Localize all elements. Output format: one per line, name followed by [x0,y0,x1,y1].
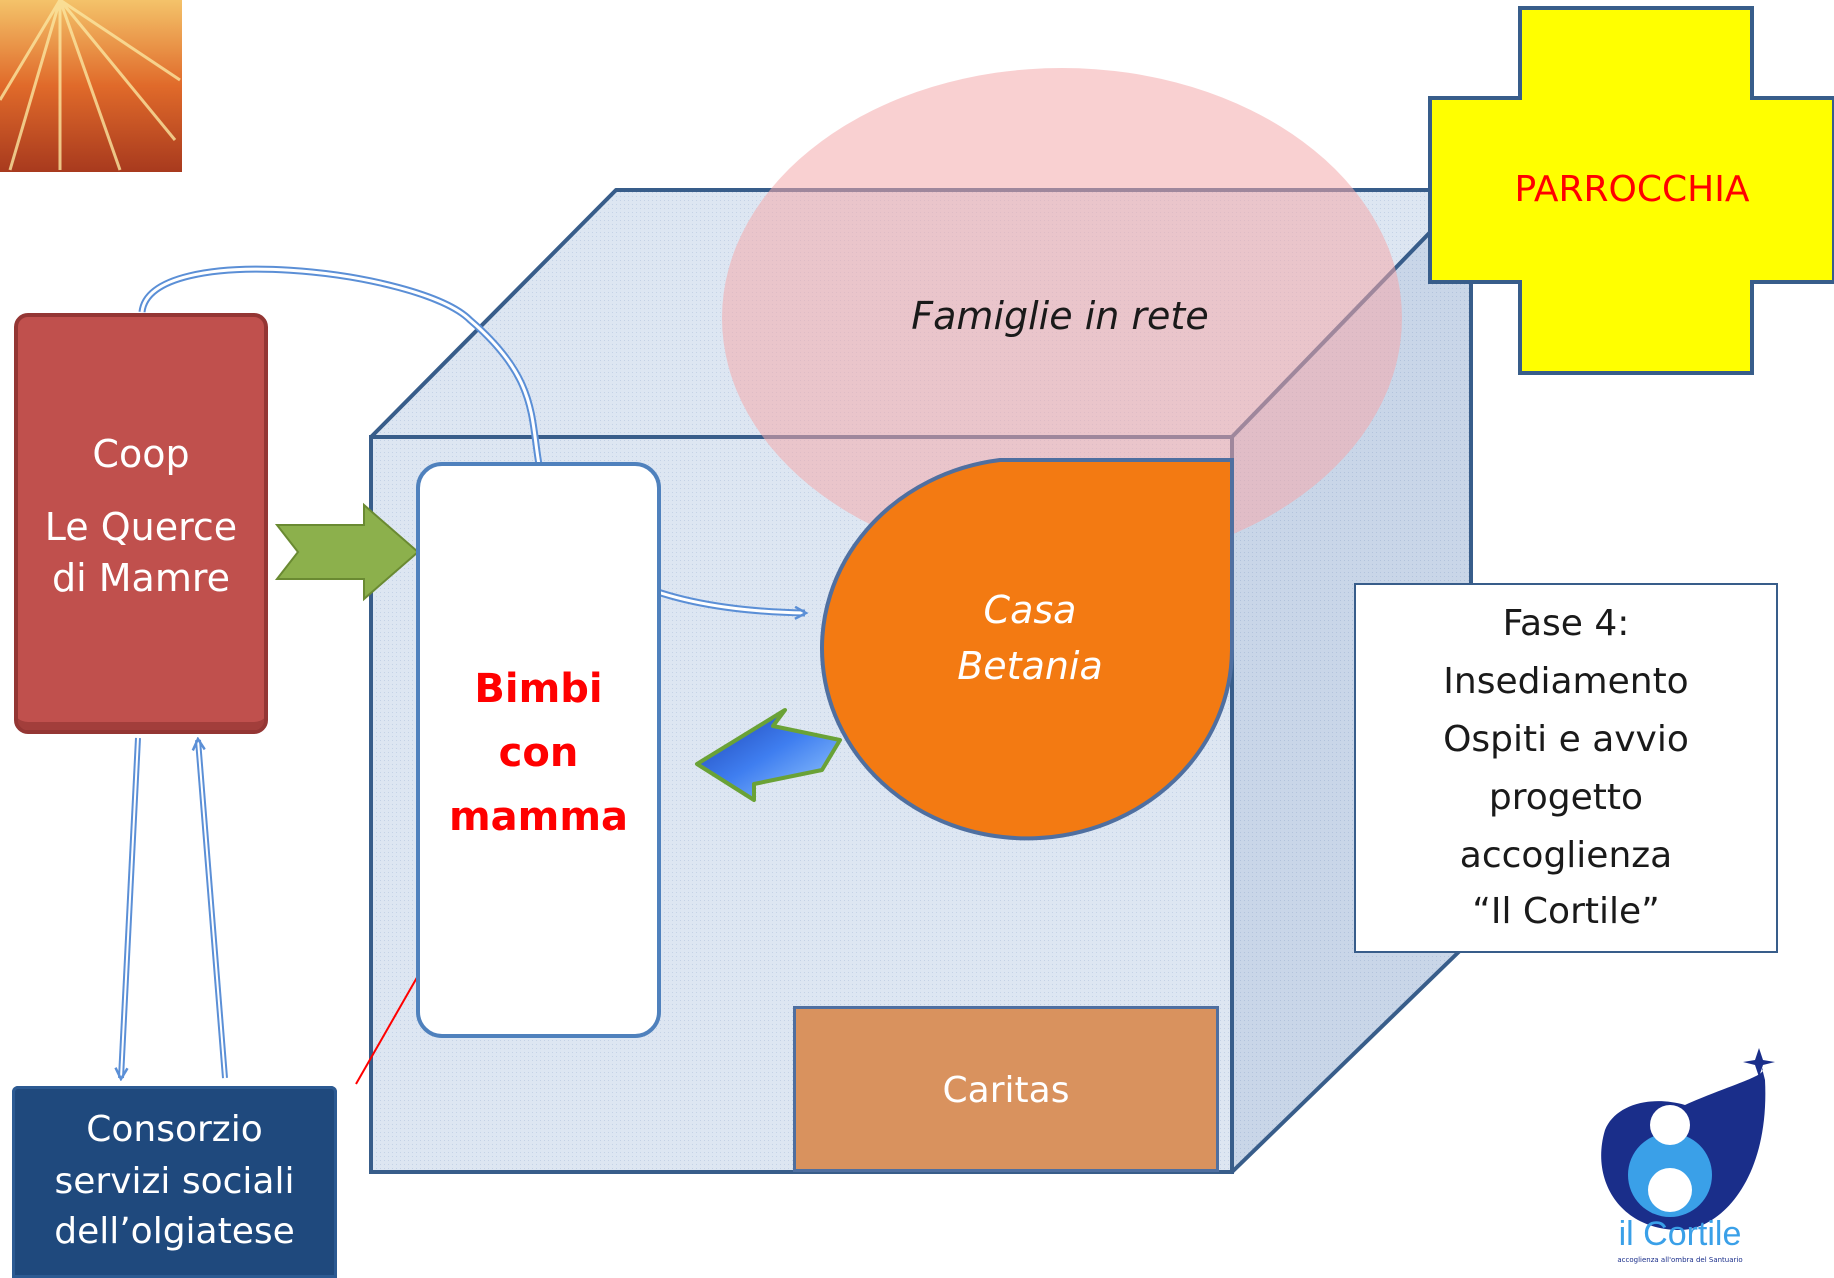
fase-line5: accoglienza [1459,835,1673,876]
famiglie-ellipse [722,68,1402,568]
bimbi-label-line1: Bimbi [474,666,603,712]
famiglie-label: Famiglie in rete [911,294,1209,338]
coop-label-line1: Coop [92,432,190,476]
parrocchia-cross [1428,6,1834,375]
green-arrow [274,502,420,602]
fase-line4: progetto [1488,777,1644,818]
parrocchia-label: PARROCCHIA [1514,169,1750,210]
sun-image [0,0,182,172]
bimbi-label-line2: con [498,730,579,776]
logo-tagline-text: accoglienza all'ombra del Santuario [1617,1256,1743,1264]
consorzio-box [12,1086,337,1278]
fase-line6: “Il Cortile” [1472,891,1660,932]
casa-betania-shape [820,458,1234,841]
bimbi-box [416,462,661,1038]
fase-box [1354,583,1778,953]
coop-box [14,313,268,734]
blue-arrow [695,708,842,802]
consorzio-label-line1: Consorzio [86,1109,263,1150]
fase-line2: Insediamento [1443,661,1689,702]
bimbi-label-line3: mamma [448,794,629,840]
consorzio-label-line2: servizi sociali [54,1161,295,1202]
casa-betania-label-line2: Betania [957,644,1103,688]
caritas-label: Caritas [942,1070,1070,1111]
coop-label-line3: di Mamre [51,556,230,600]
fase-line1: Fase 4: [1502,603,1630,644]
consorzio-label-line3: dell’olgiatese [54,1211,295,1252]
caritas-box [793,1006,1219,1172]
fase-line3: Ospiti e avvio [1443,719,1689,760]
casa-betania-label-line1: Casa [983,588,1077,632]
coop-label-line2: Le Querce [44,505,238,549]
il-cortile-logo [1535,1048,1832,1268]
logo-brand-text: il Cortile [1618,1215,1742,1253]
